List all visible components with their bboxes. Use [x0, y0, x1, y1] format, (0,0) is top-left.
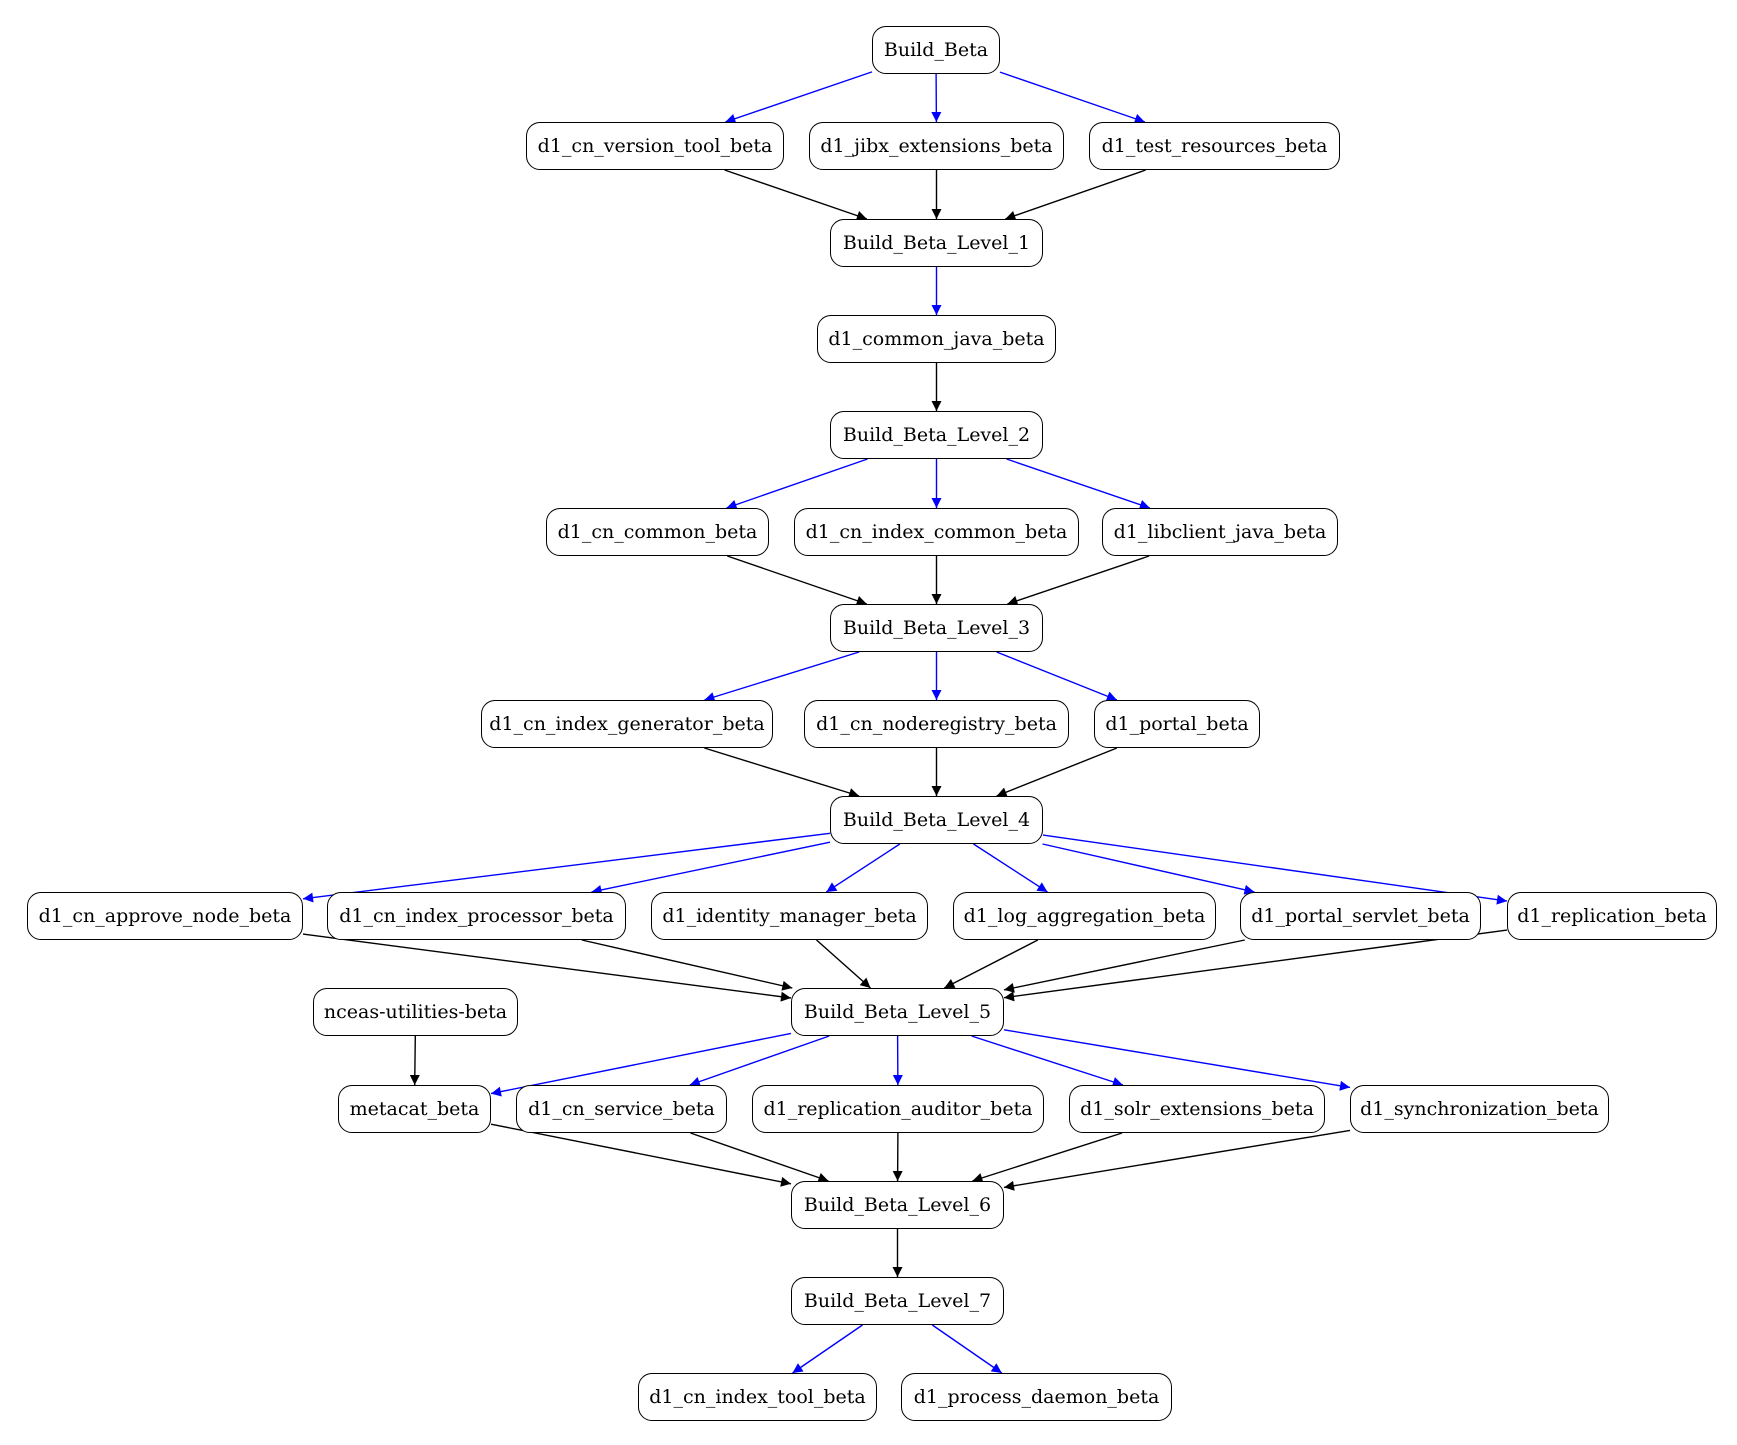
- node-bb: Build_Beta: [872, 26, 1000, 74]
- edge-l4-to-la: [973, 843, 1048, 893]
- edge-ps-to-l5: [1003, 939, 1245, 993]
- node-l5: Build_Beta_Level_5: [791, 988, 1004, 1036]
- node-sy: d1_synchronization_beta: [1350, 1085, 1609, 1133]
- edge-tr-to-l1: [1005, 169, 1146, 221]
- edge-l4-to-rp: [1042, 834, 1508, 905]
- node-ig: d1_cn_index_generator_beta: [481, 700, 773, 748]
- node-cj: d1_common_java_beta: [817, 315, 1056, 363]
- node-lj: d1_libclient_java_beta: [1102, 508, 1338, 556]
- edge-se-to-l6: [972, 1132, 1123, 1183]
- edge-cs-to-l6: [690, 1132, 829, 1183]
- edge-l5-to-cs: [689, 1035, 830, 1087]
- node-l1: Build_Beta_Level_1: [830, 219, 1043, 267]
- node-ra: d1_replication_auditor_beta: [752, 1085, 1044, 1133]
- node-l3: Build_Beta_Level_3: [830, 604, 1043, 652]
- edge-lj-to-l3: [1007, 555, 1150, 606]
- node-cs: d1_cn_service_beta: [516, 1085, 727, 1133]
- node-vt: d1_cn_version_tool_beta: [526, 122, 784, 170]
- node-pd: d1_process_daemon_beta: [901, 1373, 1172, 1421]
- node-rp: d1_replication_beta: [1507, 892, 1717, 940]
- node-mc: metacat_beta: [338, 1085, 491, 1133]
- edge-bb-to-tr: [999, 71, 1146, 124]
- edge-vt-to-l1: [724, 169, 868, 221]
- edge-im-to-l5: [816, 939, 871, 989]
- node-la: d1_log_aggregation_beta: [953, 892, 1216, 940]
- node-im: d1_identity_manager_beta: [651, 892, 928, 940]
- node-l7: Build_Beta_Level_7: [791, 1277, 1004, 1325]
- edge-l4-to-im: [825, 843, 901, 893]
- edge-po-to-l4: [996, 747, 1118, 797]
- node-ps: d1_portal_servlet_beta: [1240, 892, 1481, 940]
- node-nu: nceas-utilities-beta: [313, 988, 518, 1036]
- edge-ip-to-l5: [581, 939, 793, 991]
- edge-l4-to-ps: [1042, 843, 1255, 895]
- edge-sy-to-l6: [1003, 1129, 1351, 1191]
- edge-la-to-l5: [943, 939, 1039, 989]
- node-l4: Build_Beta_Level_4: [830, 796, 1043, 844]
- node-it: d1_cn_index_tool_beta: [638, 1373, 877, 1421]
- edge-l4-to-ip: [591, 841, 831, 895]
- node-ic: d1_cn_index_common_beta: [794, 508, 1079, 556]
- edge-mc-to-l6: [490, 1123, 792, 1187]
- node-se: d1_solr_extensions_beta: [1069, 1085, 1325, 1133]
- node-an: d1_cn_approve_node_beta: [27, 892, 303, 940]
- node-l2: Build_Beta_Level_2: [830, 411, 1043, 459]
- node-ip: d1_cn_index_processor_beta: [327, 892, 626, 940]
- edge-cc-to-l3: [727, 555, 868, 606]
- edge-l3-to-ig: [704, 651, 860, 702]
- edge-ig-to-l4: [704, 747, 860, 798]
- node-l6: Build_Beta_Level_6: [791, 1181, 1004, 1229]
- edge-l7-to-it: [792, 1324, 863, 1374]
- edge-l5-to-mc: [490, 1032, 792, 1097]
- edge-l3-to-po: [996, 651, 1118, 701]
- edge-an-to-l5: [302, 933, 792, 1002]
- edge-bb-to-vt: [725, 71, 873, 124]
- edge-nu-to-mc: [409, 1035, 420, 1086]
- edge-l5-to-se: [971, 1035, 1124, 1087]
- edge-l2-to-lj: [1006, 458, 1151, 510]
- node-po: d1_portal_beta: [1094, 700, 1260, 748]
- node-tr: d1_test_resources_beta: [1089, 122, 1340, 170]
- node-jx: d1_jibx_extensions_beta: [809, 122, 1064, 170]
- node-nr: d1_cn_noderegistry_beta: [804, 700, 1069, 748]
- node-cc: d1_cn_common_beta: [546, 508, 769, 556]
- edge-l4-to-an: [302, 832, 831, 903]
- edge-rp-to-l5: [1003, 929, 1508, 1002]
- edge-l2-to-cc: [726, 458, 868, 510]
- edge-l7-to-pd: [931, 1324, 1003, 1374]
- edge-l5-to-sy: [1003, 1029, 1351, 1091]
